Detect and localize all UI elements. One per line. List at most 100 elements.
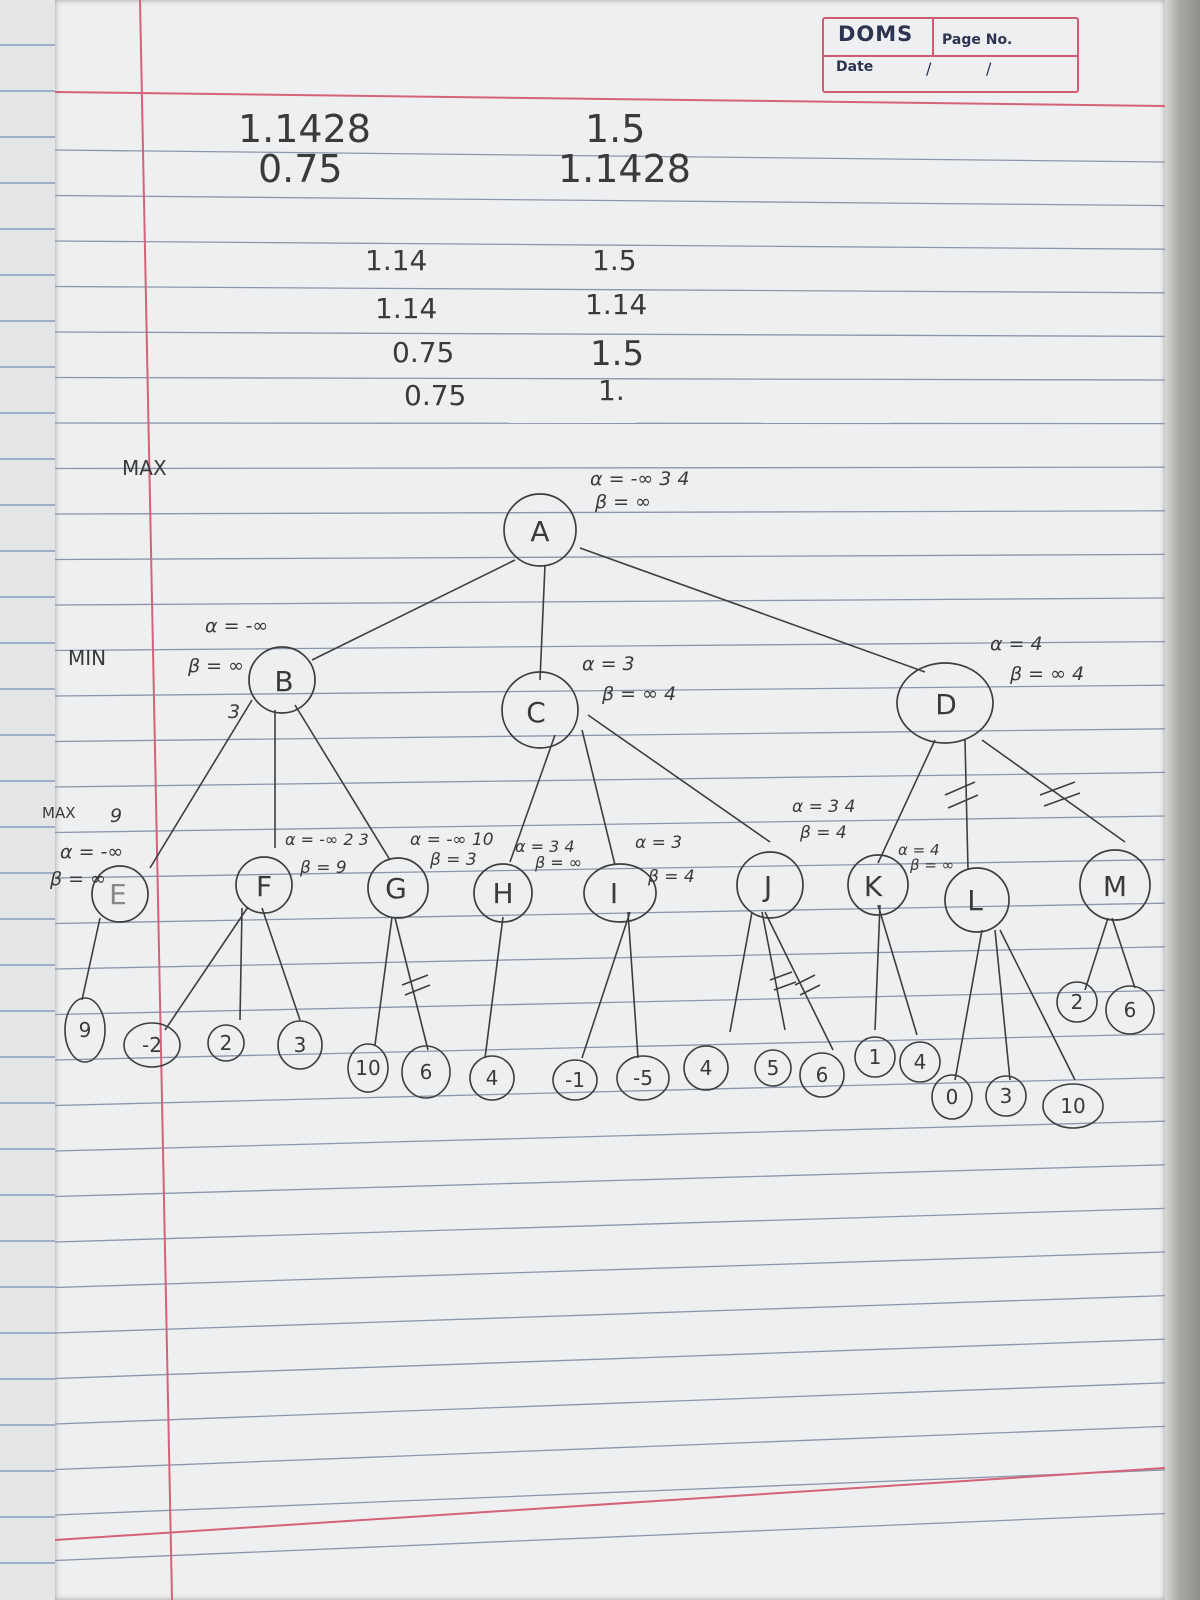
level-label-max: MAX <box>122 456 167 480</box>
ruled-line <box>54 1120 1166 1152</box>
leaf-circles <box>64 981 1155 1129</box>
ruled-line <box>54 815 1166 834</box>
left-notebook-page <box>0 0 55 1600</box>
leaf-value: 3 <box>1000 1084 1013 1108</box>
annotation-B-beta: β = ∞ <box>187 655 244 677</box>
node-G <box>367 857 429 919</box>
node-K <box>847 854 909 916</box>
ruled-line <box>54 1033 1166 1061</box>
node-label-E: E <box>109 878 127 911</box>
leaf-value: -1 <box>565 1068 585 1092</box>
date-slash: / <box>926 59 932 78</box>
annotation-D-alpha: α = 4 <box>990 633 1043 655</box>
annotation-I-beta: β = 4 <box>647 867 695 887</box>
calc-list-right-1: 1.14 <box>585 288 647 321</box>
annotation-I-alpha: α = 3 <box>635 833 682 853</box>
leaf-value: 10 <box>355 1056 380 1080</box>
annotation-G-beta: β = 3 <box>429 850 477 870</box>
node-label-D: D <box>935 688 957 721</box>
node-label-A: A <box>530 515 549 548</box>
node-A <box>503 493 577 567</box>
alpha-beta-annotations: α = -∞ 3 4 β = ∞ α = -∞ β = ∞ 3 α = 3 β … <box>49 468 1084 890</box>
node-label-C: C <box>526 696 546 729</box>
ruled-line <box>54 553 1166 561</box>
leaf-value: 3 <box>294 1033 307 1057</box>
node-label-F: F <box>256 870 272 903</box>
node-label-K: K <box>864 870 883 903</box>
ruled-line <box>54 1425 1166 1471</box>
calc-row1-right: 1.5 <box>585 107 645 151</box>
ruled-line <box>54 1207 1166 1243</box>
node-labels: A B C D E F G H I J K L M <box>109 515 1127 917</box>
node-label-H: H <box>492 877 513 910</box>
leaf-value: 6 <box>420 1060 433 1084</box>
top-margin-line <box>54 91 1166 107</box>
header-divider-vertical <box>932 19 934 55</box>
ruled-line <box>54 684 1166 697</box>
annotation-E-label: 9 <box>110 805 122 827</box>
calc-list-left-1: 1.14 <box>375 292 437 325</box>
leaf-labels: 9 -2 2 3 10 6 4 -1 -5 4 5 6 1 4 0 3 10 2… <box>79 990 1137 1118</box>
ruled-line <box>54 285 1166 294</box>
leaf-value: 4 <box>700 1056 713 1080</box>
leaf-value: -2 <box>142 1033 162 1057</box>
node-B <box>248 646 316 714</box>
left-margin-line <box>139 0 173 1600</box>
date-slash: / <box>986 59 992 78</box>
calculations: 1.1428 1.5 0.75 1.1428 <box>238 107 691 191</box>
calc-list-left-0: 1.14 <box>365 244 427 277</box>
annotation-H-alpha: α = 3 4 <box>515 837 575 856</box>
annotation-F-alpha: α = -∞ 2 3 <box>285 830 369 849</box>
annotation-G-alpha: α = -∞ 10 <box>410 830 494 850</box>
page-number-label: Page No. <box>942 32 1013 48</box>
ruled-lines <box>54 149 1166 1562</box>
main-notebook-page <box>55 0 1165 1600</box>
annotation-A-beta: β = ∞ <box>594 491 651 513</box>
node-L <box>944 867 1010 933</box>
annotation-A-alpha: α = -∞ 3 4 <box>590 468 689 490</box>
calc-list-right-0: 1.5 <box>592 244 637 277</box>
node-D <box>896 662 994 744</box>
annotation-J-beta: β = 4 <box>799 823 847 843</box>
tree-edges <box>81 547 1136 1081</box>
calc-list: 1.14 1.14 0.75 0.75 1.5 1.14 1.5 1. <box>365 244 647 412</box>
calc-list-right-3: 1. <box>598 374 625 407</box>
leaf-value: 2 <box>220 1031 233 1055</box>
node-label-B: B <box>274 665 293 698</box>
leaf-value: 2 <box>1071 990 1084 1014</box>
annotation-E-alpha: α = -∞ <box>60 841 123 863</box>
calc-row2-right: 1.1428 <box>558 147 691 191</box>
tree-node-circles <box>91 493 1151 933</box>
node-C <box>501 671 579 749</box>
leaf-value: 1 <box>869 1045 882 1069</box>
calc-list-right-2: 1.5 <box>590 334 644 374</box>
node-I <box>583 863 657 923</box>
leaf-value: 5 <box>767 1056 780 1080</box>
node-M <box>1079 849 1151 921</box>
annotation-F-beta: β = 9 <box>299 858 347 878</box>
annotation-C-alpha: α = 3 <box>582 653 635 675</box>
annotation-B-alpha: α = -∞ <box>205 615 268 637</box>
leaf-value: 4 <box>914 1050 927 1074</box>
leaf-value: 10 <box>1060 1094 1085 1118</box>
ruled-line <box>54 1076 1166 1107</box>
annotation-B-beta-new: 3 <box>228 701 240 723</box>
leaf-value: 6 <box>816 1063 829 1087</box>
ruled-line <box>54 1251 1166 1289</box>
ruled-line <box>54 1512 1166 1562</box>
node-F <box>235 856 293 914</box>
level-label-max-bottom: MAX <box>42 804 75 822</box>
ruled-line <box>54 946 1166 970</box>
ruled-line <box>54 376 1166 381</box>
date-label: Date <box>836 59 874 75</box>
ruled-line <box>54 858 1166 879</box>
ruled-line <box>54 194 1166 207</box>
calc-row1-left: 1.1428 <box>238 107 371 151</box>
node-H <box>473 863 533 923</box>
node-label-J: J <box>762 870 772 903</box>
brand-logo: DOMS <box>838 22 914 46</box>
header-divider-horizontal <box>824 55 1077 57</box>
annotation-C-beta: β = ∞ 4 <box>601 683 676 705</box>
